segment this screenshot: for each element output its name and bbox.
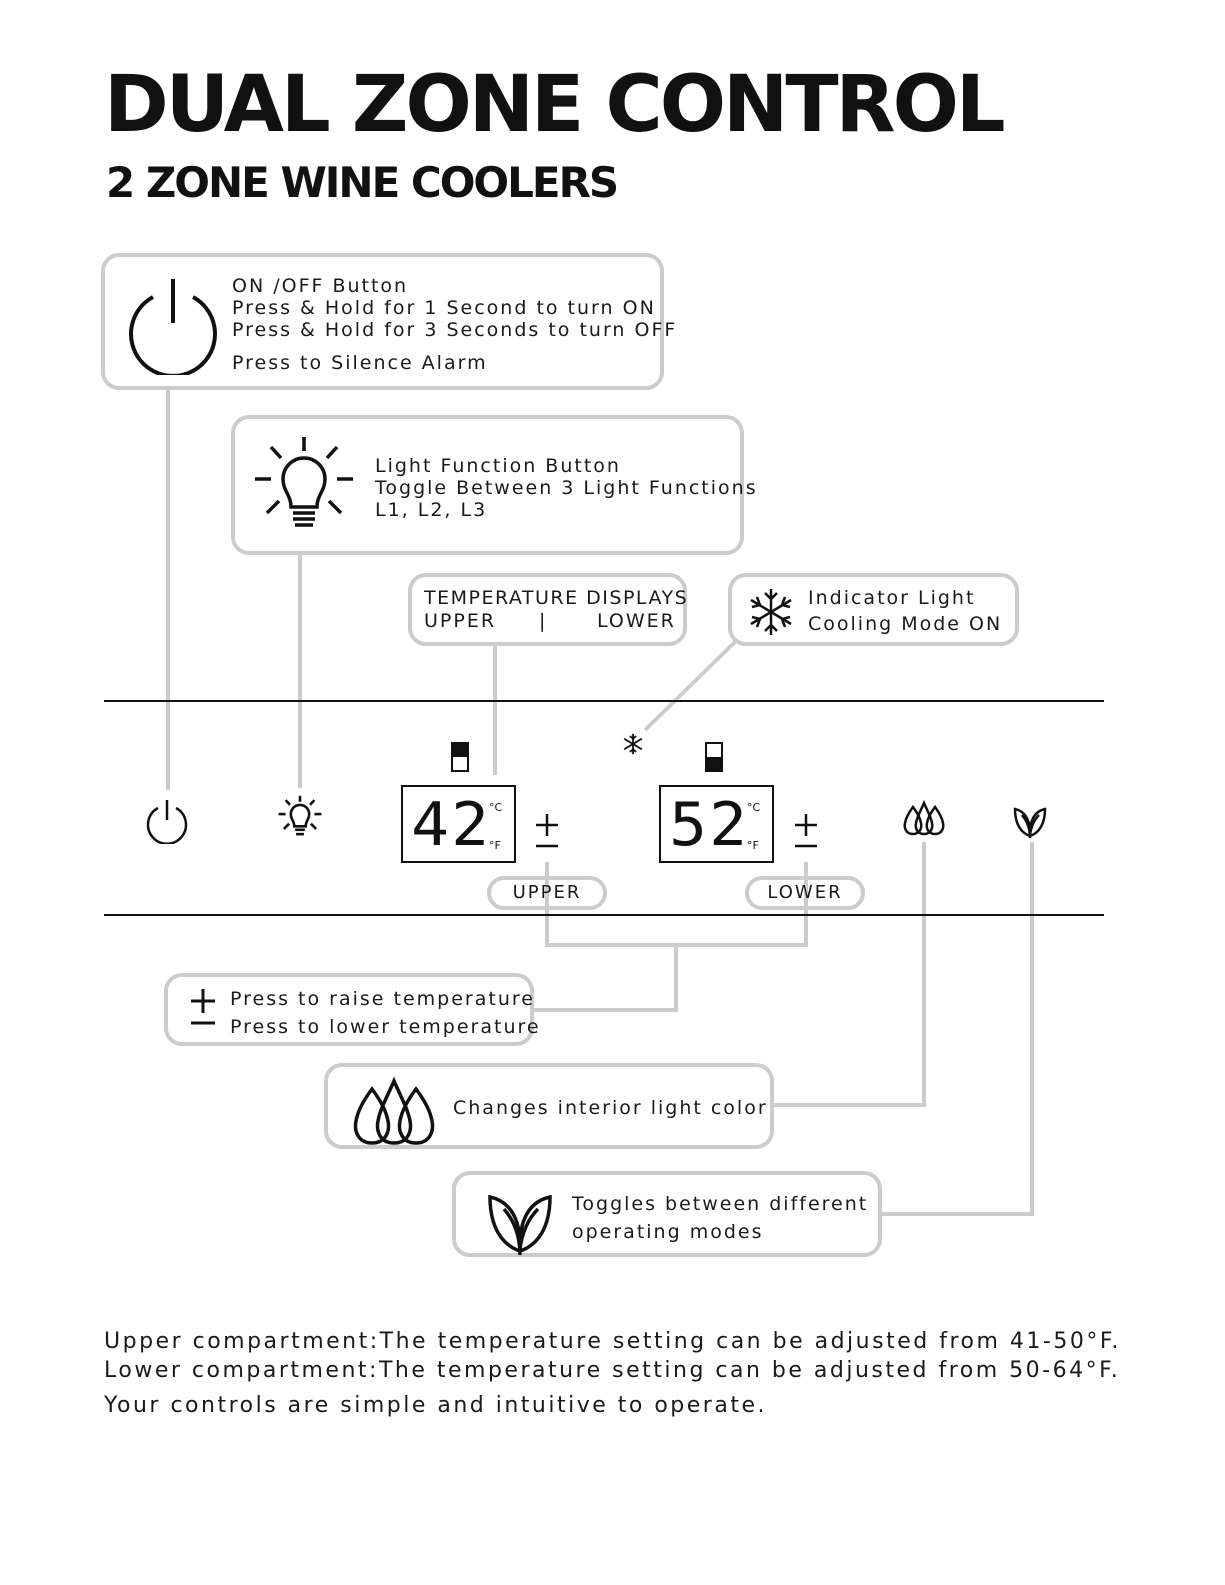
footer-note: Your controls are simple and intuitive t… xyxy=(104,1393,767,1418)
panel-power-icon[interactable] xyxy=(145,798,189,844)
power-line-alarm: Press to Silence Alarm xyxy=(232,352,488,374)
panel-snowflake-icon xyxy=(623,733,643,755)
temp-displays-separator: | xyxy=(539,610,548,632)
lower-temp-display: 52 °C °F xyxy=(659,785,774,863)
lower-unit-fahrenheit: °F xyxy=(747,839,759,852)
upper-label-pill: UPPER xyxy=(487,876,607,910)
temp-displays-lower: LOWER xyxy=(597,610,676,632)
power-callout: ON /OFF Button Press & Hold for 1 Second… xyxy=(101,253,675,390)
light-line-toggle: Toggle Between 3 Light Functions xyxy=(375,477,758,499)
lower-label-pill: LOWER xyxy=(745,876,865,910)
panel-bottom-rule xyxy=(104,914,1104,916)
power-icon xyxy=(129,279,217,375)
light-callout: Light Function Button Toggle Between 3 L… xyxy=(231,415,756,555)
temp-displays-title: TEMPERATURE DISPLAYS xyxy=(424,587,689,609)
temp-displays-upper: UPPER xyxy=(424,610,497,632)
power-line-on: Press & Hold for 1 Second to turn ON xyxy=(232,297,656,319)
minus-icon xyxy=(191,1021,215,1025)
leaf-icon xyxy=(488,1194,552,1256)
page-title: DUAL ZONE CONTROL xyxy=(104,60,1006,150)
lower-zone-icon xyxy=(705,742,723,772)
plus-description: Press to raise temperature xyxy=(230,988,535,1010)
power-line-off: Press & Hold for 3 Seconds to turn OFF xyxy=(232,319,678,341)
upper-unit-celsius: °C xyxy=(489,801,503,814)
temp-displays-callout: TEMPERATURE DISPLAYS UPPER | LOWER xyxy=(408,573,687,646)
light-color-icon xyxy=(353,1076,435,1145)
indicator-title: Indicator Light xyxy=(808,587,976,609)
panel-light-icon[interactable] xyxy=(276,794,324,842)
mode-description-line1: Toggles between different xyxy=(572,1193,869,1215)
light-line-modes: L1, L2, L3 xyxy=(375,499,488,521)
mode-callout: Toggles between different operating mode… xyxy=(452,1171,882,1257)
page-subtitle: 2 ZONE WINE COOLERS xyxy=(106,158,619,207)
upper-temp-value: 42 xyxy=(411,790,492,860)
lower-plus-minus-button[interactable] xyxy=(791,810,821,852)
indicator-callout: Indicator Light Cooling Mode ON xyxy=(728,573,1019,646)
light-color-description: Changes interior light color xyxy=(453,1097,768,1119)
upper-temp-display: 42 °C °F xyxy=(401,785,516,863)
lower-unit-celsius: °C xyxy=(747,801,761,814)
light-color-callout: Changes interior light color xyxy=(324,1063,774,1149)
lightbulb-icon xyxy=(255,437,353,527)
plus-minus-callout: Press to raise temperature Press to lowe… xyxy=(164,973,539,1046)
footer-upper-range: Upper compartment:The temperature settin… xyxy=(104,1329,1121,1354)
snowflake-icon xyxy=(750,589,792,635)
power-title: ON /OFF Button xyxy=(232,275,409,297)
upper-zone-icon xyxy=(451,742,469,772)
footer-lower-range: Lower compartment:The temperature settin… xyxy=(104,1358,1121,1383)
panel-color-icon[interactable] xyxy=(902,800,946,836)
mode-description-line2: operating modes xyxy=(572,1221,764,1243)
upper-plus-minus-button[interactable] xyxy=(532,810,562,852)
upper-unit-fahrenheit: °F xyxy=(489,839,501,852)
light-title: Light Function Button xyxy=(375,455,621,477)
lower-temp-value: 52 xyxy=(669,790,750,860)
minus-description: Press to lower temperature xyxy=(230,1016,541,1038)
indicator-line-cooling: Cooling Mode ON xyxy=(808,613,1003,635)
panel-leaf-icon[interactable] xyxy=(1012,800,1048,840)
plus-icon xyxy=(191,989,215,1013)
panel-top-rule xyxy=(104,700,1104,702)
